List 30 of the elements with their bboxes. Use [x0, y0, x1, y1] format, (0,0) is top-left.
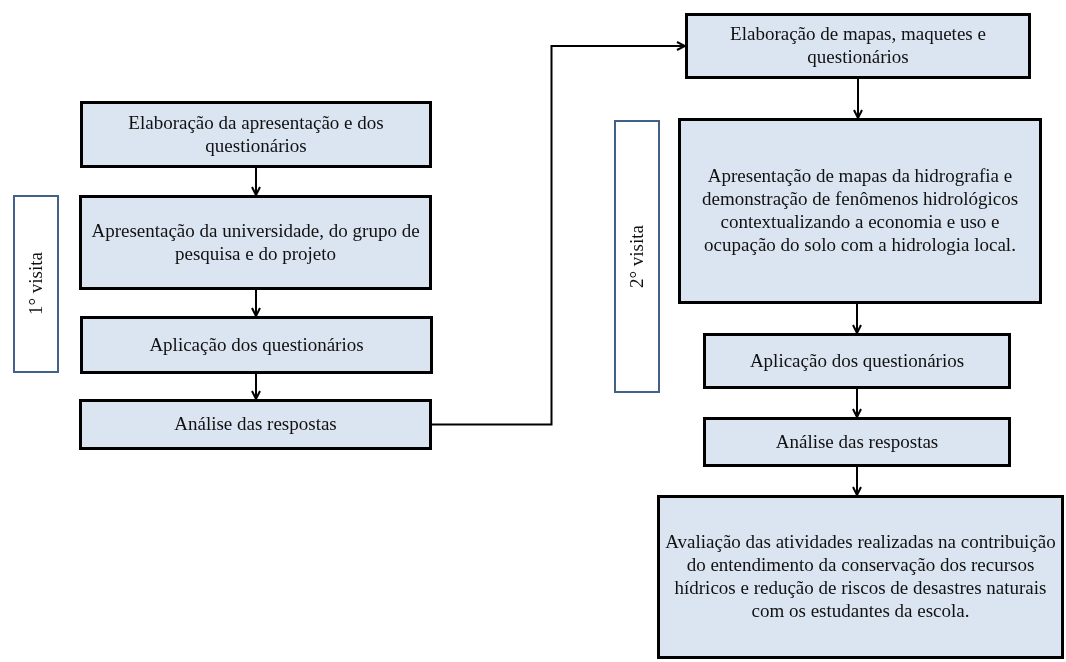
arrow — [431, 41, 686, 426]
process-box — [80, 101, 432, 168]
visit-label-box — [13, 195, 59, 373]
visit-label: 1° visita — [25, 252, 47, 316]
process-box — [79, 195, 432, 290]
step-text: Aplicação dos questionários — [149, 333, 364, 357]
step-text: Elaboração da apresentação e dos questionários — [127, 111, 385, 158]
step-text: Apresentação da universidade, do grupo de pesquisa e do projeto — [90, 219, 421, 266]
arrow — [251, 289, 261, 317]
visit-label-box — [614, 120, 660, 393]
process-box — [703, 333, 1011, 389]
step-text: Análise das respostas — [174, 413, 337, 436]
arrow — [852, 388, 862, 418]
arrow — [852, 303, 862, 334]
step-text: Avaliação das atividades realizadas na contribuição do entendimento da conservação dos recursos hídricos e redução de riscos de desastres naturais com os estudantes da escola. — [664, 531, 1057, 623]
step-text: Análise das respostas — [775, 430, 939, 454]
step-text: Apresentação de mapas da hidrografia e demonstração de fenômenos hidrológicos contextualizando a economia e uso e ocupação do solo com a hidrologia local. — [700, 165, 1020, 257]
process-box — [678, 118, 1042, 304]
process-box — [703, 417, 1011, 467]
process-box — [685, 13, 1031, 79]
arrow — [852, 466, 862, 496]
arrow — [853, 78, 863, 119]
process-box — [657, 495, 1064, 659]
process-box — [79, 399, 432, 450]
visit-label: 2° visita — [626, 225, 648, 288]
arrow — [251, 373, 261, 400]
step-text: Aplicação dos questionários — [749, 349, 965, 373]
process-box — [80, 316, 433, 374]
step-text: Elaboração de mapas, maquetes e questionários — [729, 23, 987, 69]
arrow — [251, 167, 261, 196]
